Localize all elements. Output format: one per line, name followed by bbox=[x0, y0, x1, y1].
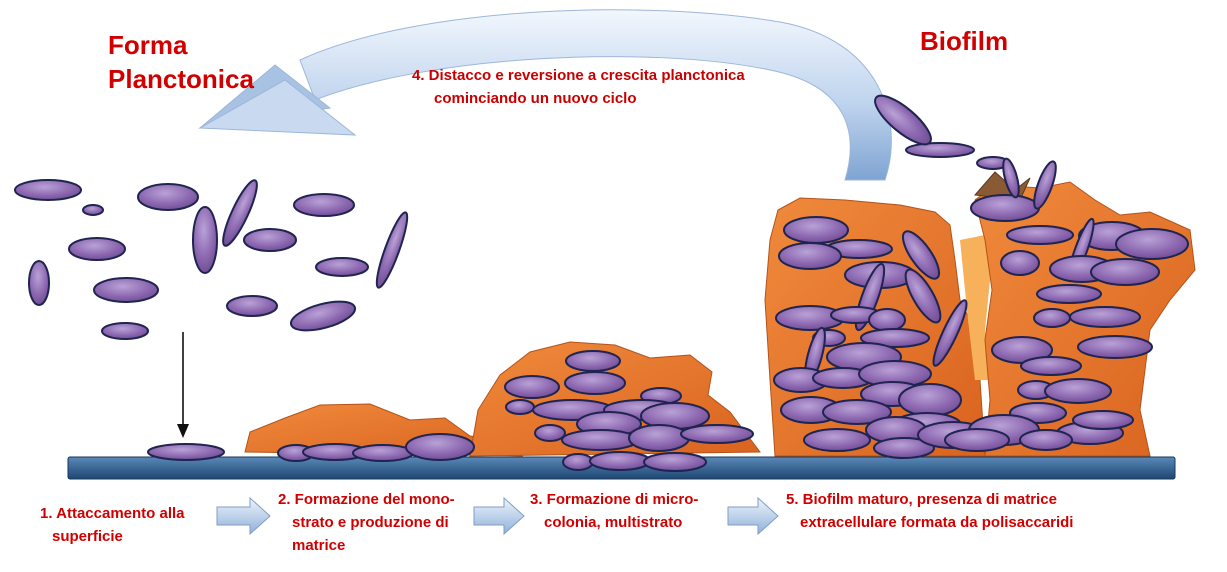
step-caption-line: matrice bbox=[292, 537, 346, 554]
down-arrow-icon bbox=[177, 332, 189, 438]
bacterial-cell bbox=[505, 399, 535, 415]
bacterial-cell bbox=[565, 350, 621, 372]
bacterial-cell bbox=[1077, 335, 1153, 359]
bacterial-cells bbox=[14, 94, 1189, 472]
planktonic-title-line: Planctonica bbox=[108, 64, 254, 94]
bacterial-cell bbox=[101, 322, 149, 340]
bacterial-cell bbox=[222, 179, 258, 247]
bacterial-cell bbox=[803, 428, 871, 452]
bacterial-cell bbox=[822, 399, 892, 425]
bacterial-cell bbox=[226, 295, 278, 317]
bacterial-cell bbox=[562, 453, 594, 471]
bacterial-cell bbox=[68, 237, 126, 261]
bacterial-cell bbox=[778, 242, 842, 270]
bacterial-cell bbox=[147, 443, 225, 461]
bacterial-cell bbox=[944, 428, 1010, 452]
step-caption-line: 3. Formazione di micro- bbox=[530, 491, 699, 508]
bacterial-cell bbox=[898, 383, 962, 417]
cycle-label-line: 4. Distacco e reversione a crescita plan… bbox=[412, 67, 745, 84]
bacterial-cell bbox=[1036, 284, 1102, 304]
bacterial-cell bbox=[1044, 378, 1112, 404]
step-caption-line: 2. Formazione del mono- bbox=[278, 491, 455, 508]
bacterial-cell bbox=[192, 206, 218, 274]
step-caption-line: extracellulare formata da polisaccaridi bbox=[800, 514, 1074, 531]
step-caption-2: 2. Formazione del mono- strato e produzi… bbox=[278, 488, 455, 557]
bacterial-cell bbox=[289, 300, 357, 332]
bacterial-cell bbox=[561, 429, 639, 451]
bacterial-cell bbox=[352, 444, 414, 462]
bacterial-cell bbox=[534, 424, 566, 442]
bacterial-cell bbox=[628, 424, 690, 452]
bacterial-cell bbox=[1115, 228, 1189, 260]
bacterial-cell bbox=[1090, 258, 1160, 286]
bacterial-cell bbox=[860, 328, 930, 348]
bacterial-cell bbox=[137, 183, 199, 211]
step-caption-1: 1. Attaccamento alla superficie bbox=[40, 502, 185, 548]
bacterial-cell bbox=[1033, 160, 1057, 210]
step-caption-line: colonia, multistrato bbox=[544, 514, 683, 531]
bacterial-cell bbox=[932, 299, 968, 367]
bacterial-cell bbox=[1000, 250, 1040, 276]
cycle-label-line: cominciando un nuovo ciclo bbox=[434, 90, 637, 107]
step-caption-line: 1. Attaccamento alla bbox=[40, 505, 185, 522]
bacterial-cell bbox=[243, 228, 297, 252]
bacterial-cell bbox=[504, 375, 560, 399]
biofilm-title: Biofilm bbox=[920, 26, 1009, 56]
bacterial-cell bbox=[970, 194, 1040, 222]
bacterial-cell bbox=[14, 179, 82, 201]
bacterial-cell bbox=[93, 277, 159, 303]
cycle-label: 4. Distacco e reversione a crescita plan… bbox=[412, 64, 745, 110]
planktonic-title-line: Forma bbox=[108, 30, 188, 60]
bacterial-cell bbox=[1072, 410, 1134, 430]
bacterial-cell bbox=[315, 257, 369, 277]
bacterial-cell bbox=[28, 260, 50, 306]
bacterial-cell bbox=[901, 230, 941, 280]
bacterial-cell bbox=[1020, 356, 1082, 376]
bacterial-cell bbox=[905, 142, 975, 158]
curved-return-arrow-icon bbox=[198, 9, 892, 181]
planktonic-title: Forma Planctonica bbox=[108, 28, 254, 96]
step-arrow-icon bbox=[216, 496, 271, 536]
bacterial-cell bbox=[405, 433, 475, 461]
step-arrow-icon bbox=[473, 496, 525, 536]
bacterial-cell bbox=[680, 424, 754, 444]
bacterial-cell bbox=[293, 193, 355, 217]
bacterial-cell bbox=[375, 211, 409, 289]
step-arrow-icon bbox=[727, 496, 779, 536]
bacterial-cell bbox=[1002, 157, 1020, 199]
bacterial-cell bbox=[1019, 429, 1073, 451]
mature-biofilm-matrix-light bbox=[960, 235, 990, 380]
bacterial-cell bbox=[783, 216, 849, 244]
step-caption-line: superficie bbox=[52, 528, 123, 545]
bacterial-cell bbox=[1006, 225, 1074, 245]
bacterial-cell bbox=[564, 371, 626, 395]
bacterial-cell bbox=[643, 452, 707, 472]
bacterial-cell bbox=[82, 204, 104, 216]
bacterial-cell bbox=[873, 437, 935, 459]
bacterial-cell bbox=[868, 308, 906, 332]
step-caption-5: 5. Biofilm maturo, presenza di matrice e… bbox=[786, 488, 1073, 534]
bacterial-cell bbox=[1033, 308, 1071, 328]
step-caption-line: 5. Biofilm maturo, presenza di matrice bbox=[786, 491, 1057, 508]
bacterial-cell bbox=[589, 451, 651, 471]
bacterial-cell bbox=[874, 94, 932, 146]
bacterial-cell bbox=[904, 268, 942, 324]
bacterial-cell bbox=[1069, 306, 1141, 328]
step-caption-3: 3. Formazione di micro- colonia, multist… bbox=[530, 488, 698, 534]
step-caption-line: strato e produzione di bbox=[292, 514, 449, 531]
